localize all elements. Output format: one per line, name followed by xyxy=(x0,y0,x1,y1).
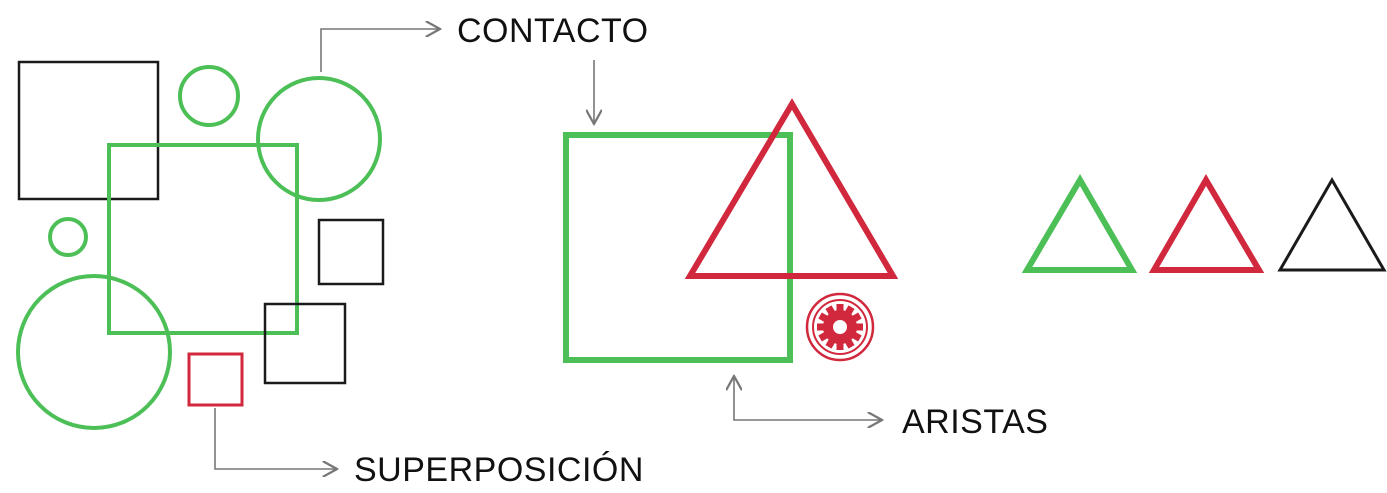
overlap-arrow xyxy=(214,408,337,469)
green-circle-large xyxy=(16,274,172,430)
triangle-row xyxy=(1021,174,1387,273)
red-triangle-large xyxy=(684,98,899,279)
red-triangle-small xyxy=(1148,174,1265,273)
green-triangle xyxy=(1021,174,1138,273)
green-square-center xyxy=(563,132,793,363)
edges-label: ARISTAS xyxy=(902,403,1048,441)
black-square-medium xyxy=(263,302,347,385)
green-circle-tiny xyxy=(48,217,88,257)
green-circle-medium xyxy=(256,76,382,202)
overlap-group xyxy=(16,60,385,430)
black-square-large xyxy=(17,60,160,201)
contact-group xyxy=(563,98,899,363)
red-square-small xyxy=(187,352,244,407)
black-triangle xyxy=(1277,177,1387,272)
edges-arrow xyxy=(734,376,882,420)
overlap-label: SUPERPOSICIÓN xyxy=(354,451,644,489)
green-square-large xyxy=(107,143,299,335)
gear-icon xyxy=(805,292,875,362)
contact-arrow xyxy=(320,29,440,72)
contact-label: CONTACTO xyxy=(457,12,649,50)
green-circle-small-top xyxy=(178,65,240,127)
black-square-small xyxy=(317,218,385,286)
